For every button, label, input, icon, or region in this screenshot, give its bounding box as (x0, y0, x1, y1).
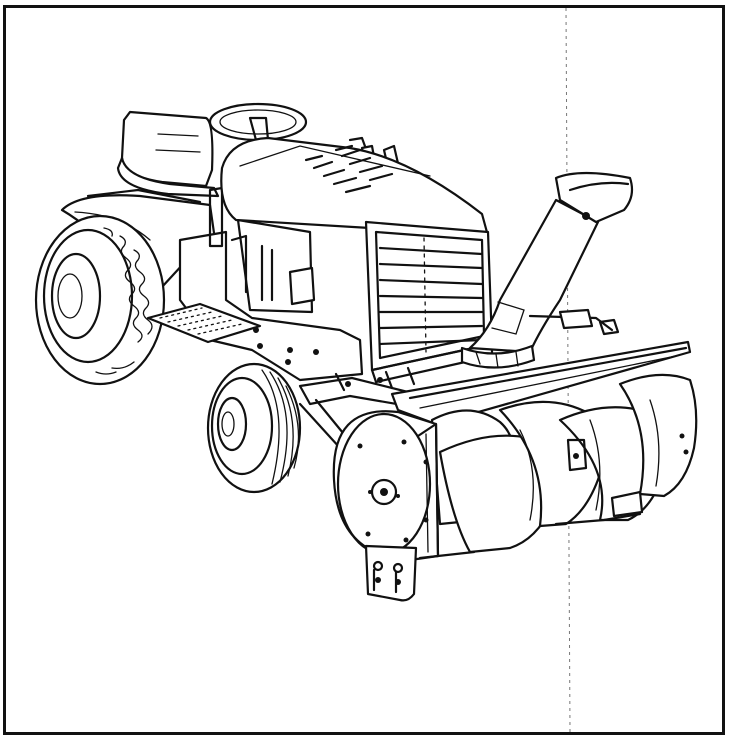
foot-step (146, 302, 262, 344)
rear-wheel (34, 214, 166, 386)
scraper-bar (436, 490, 644, 558)
blower-housing (390, 340, 692, 426)
front-grille (364, 220, 494, 384)
auger (430, 373, 698, 554)
chute-crank (528, 308, 620, 336)
skid-shoe (364, 544, 418, 602)
discharge-chute (460, 171, 634, 369)
fold-line (565, 7, 571, 733)
seat (116, 110, 220, 198)
hood (220, 136, 490, 238)
blower-side-plate (332, 410, 440, 562)
front-wheel (206, 362, 302, 494)
steering-wheel (208, 102, 308, 142)
tractor-frame (178, 186, 364, 382)
